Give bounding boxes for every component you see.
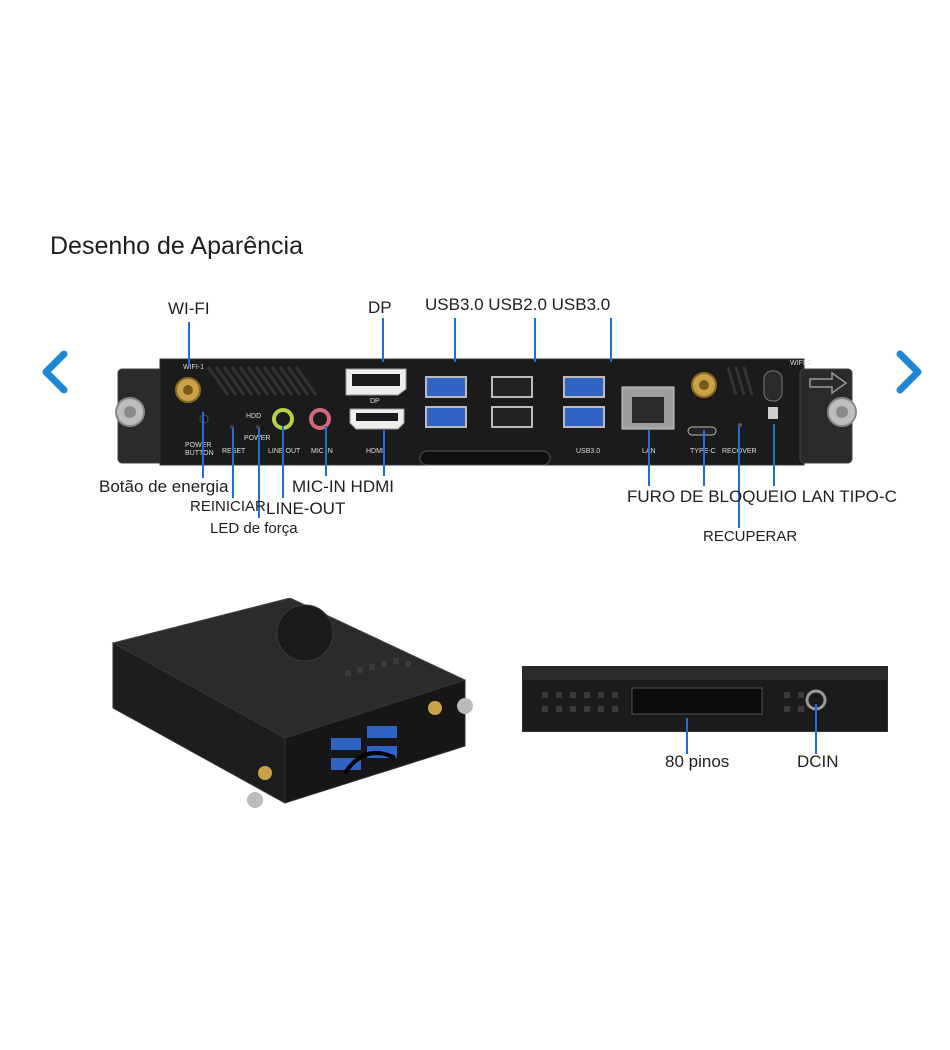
callout-line-lan: [648, 430, 650, 486]
label-dp: DP: [368, 298, 392, 317]
silk-mic-in: MIC IN: [311, 448, 333, 455]
label-dcin: DCIN: [797, 752, 839, 771]
callout-line-hdmi: [383, 430, 385, 476]
label-mic-hdmi: MIC-IN HDMI: [292, 477, 394, 496]
next-button[interactable]: [892, 350, 926, 394]
chevron-left-icon: [42, 350, 68, 394]
silk-line-out: LINE OUT: [268, 448, 301, 455]
callout-line-reset: [232, 428, 234, 498]
silk-dp: DP: [370, 398, 380, 405]
label-usb-group: USB3.0 USB2.0 USB3.0: [425, 295, 611, 314]
callout-line-recover: [738, 426, 740, 528]
label-recover: RECUPERAR: [703, 528, 798, 545]
callout-line-line-out: [282, 426, 284, 498]
silk-hdmi: HDMI: [366, 448, 384, 455]
callout-line-power-led: [258, 428, 260, 518]
callout-line-mic: [325, 426, 327, 476]
chevron-right-icon: [896, 350, 922, 394]
silk-usb30: USB3.0: [576, 448, 601, 455]
callout-line-usb3: [610, 318, 612, 362]
silk-power: POWER: [244, 435, 270, 442]
label-power-button: Botão de energia: [99, 477, 229, 496]
silk-wifi1: WIFI-1: [183, 364, 204, 371]
callout-line-usb2: [534, 318, 536, 362]
callout-line-pins: [686, 718, 688, 754]
product-isometric-image: [111, 598, 473, 808]
silk-hdd: HDD: [246, 413, 262, 420]
label-wifi: WI-FI: [168, 299, 210, 318]
callout-line-dcin: [815, 704, 817, 754]
prev-button[interactable]: [38, 350, 72, 394]
page-title: Desenho de Aparência: [50, 232, 303, 260]
label-power-led: LED de força: [210, 520, 298, 537]
callout-line-dp: [382, 318, 384, 362]
callout-line-power-button: [202, 412, 204, 478]
callout-line-wifi: [188, 322, 190, 366]
callout-line-usb1: [454, 318, 456, 362]
label-reset: REINICIAR: [190, 498, 266, 515]
label-lock-lan-typec: FURO DE BLOQUEIO LAN TIPO-C: [627, 487, 897, 506]
silk-type-c: TYPE-C: [690, 448, 716, 455]
callout-line-lock: [773, 424, 775, 486]
label-pins: 80 pinos: [665, 752, 730, 771]
front-panel-image: [115, 358, 857, 466]
product-rear-image: [522, 666, 888, 732]
silk-power-button: POWER BUTTON: [185, 442, 214, 457]
label-line-out: LINE-OUT: [266, 499, 346, 518]
silk-wifi2: WIFI-2: [790, 360, 811, 367]
callout-line-type-c: [703, 430, 705, 486]
